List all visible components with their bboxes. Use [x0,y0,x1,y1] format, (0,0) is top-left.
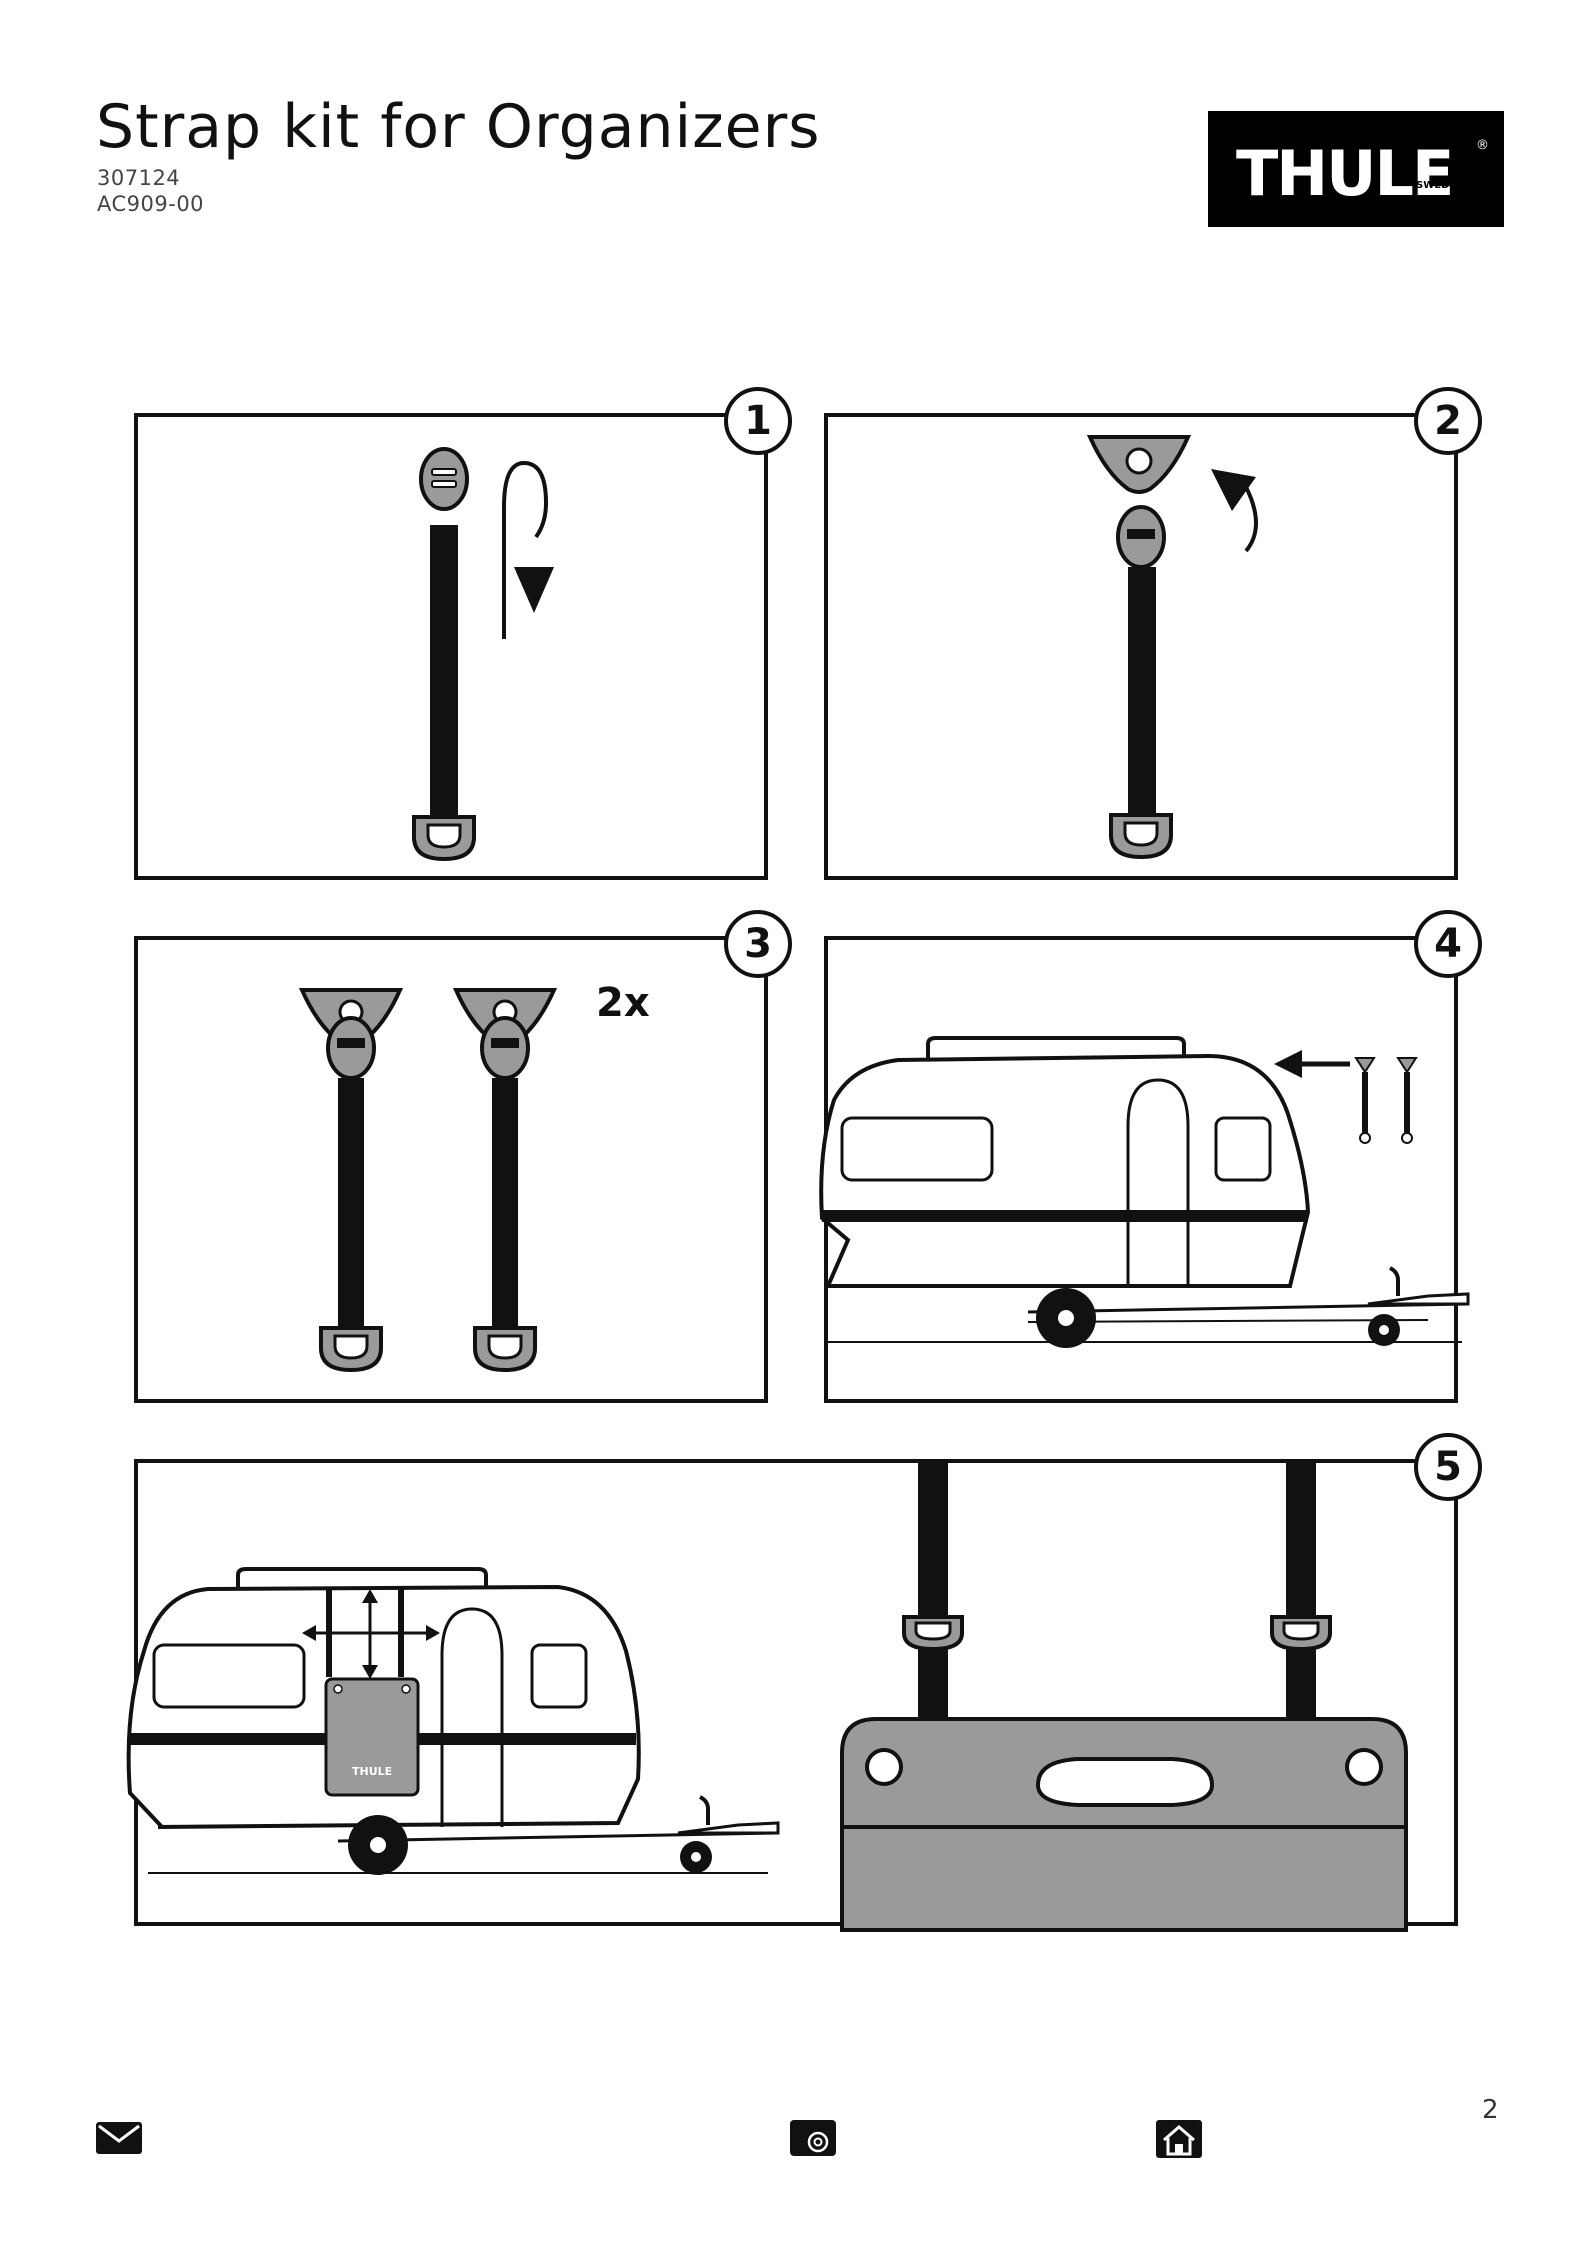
logo-brand: THULE [1236,137,1452,210]
page-title: Strap kit for Organizers [96,92,821,162]
quantity-label: 2x [596,980,650,1026]
step-3-illustration [138,940,772,1407]
logo-mark: ® [1476,138,1489,153]
mini-strap-1 [1356,1058,1374,1143]
step-5-illustration: THULE [138,1463,1462,1930]
step-number-2: 2 [1414,387,1482,455]
home-icon [1156,2120,1202,2158]
product-number: 307124 [97,166,180,190]
strap-right [456,990,554,1370]
product-code: AC909-00 [97,192,204,216]
logo-sub: SWEDEN [1416,180,1465,191]
step-number-1: 1 [724,387,792,455]
step-number-3: 3 [724,910,792,978]
step-number-5: 5 [1414,1433,1482,1501]
step-1-illustration [138,417,772,884]
email-at-icon [790,2120,836,2156]
mini-strap-2 [1398,1058,1416,1143]
page-number: 2 [1482,2095,1499,2125]
step-2-panel: 2 [824,413,1458,880]
step-1-panel: 1 [134,413,768,880]
step-4-panel: 4 [824,936,1458,1403]
mail-icon [96,2120,142,2156]
step-4-illustration [828,940,1462,1407]
step-number-4: 4 [1414,910,1482,978]
step-3-panel: 2x 3 [134,936,768,1403]
strap-left [302,990,400,1370]
step-2-illustration [828,417,1462,884]
step-5-panel: THULE 5 [134,1459,1458,1926]
thule-logo: THULE SWEDEN ® [1208,111,1504,227]
mini-organizer-brand: THULE [352,1765,392,1778]
